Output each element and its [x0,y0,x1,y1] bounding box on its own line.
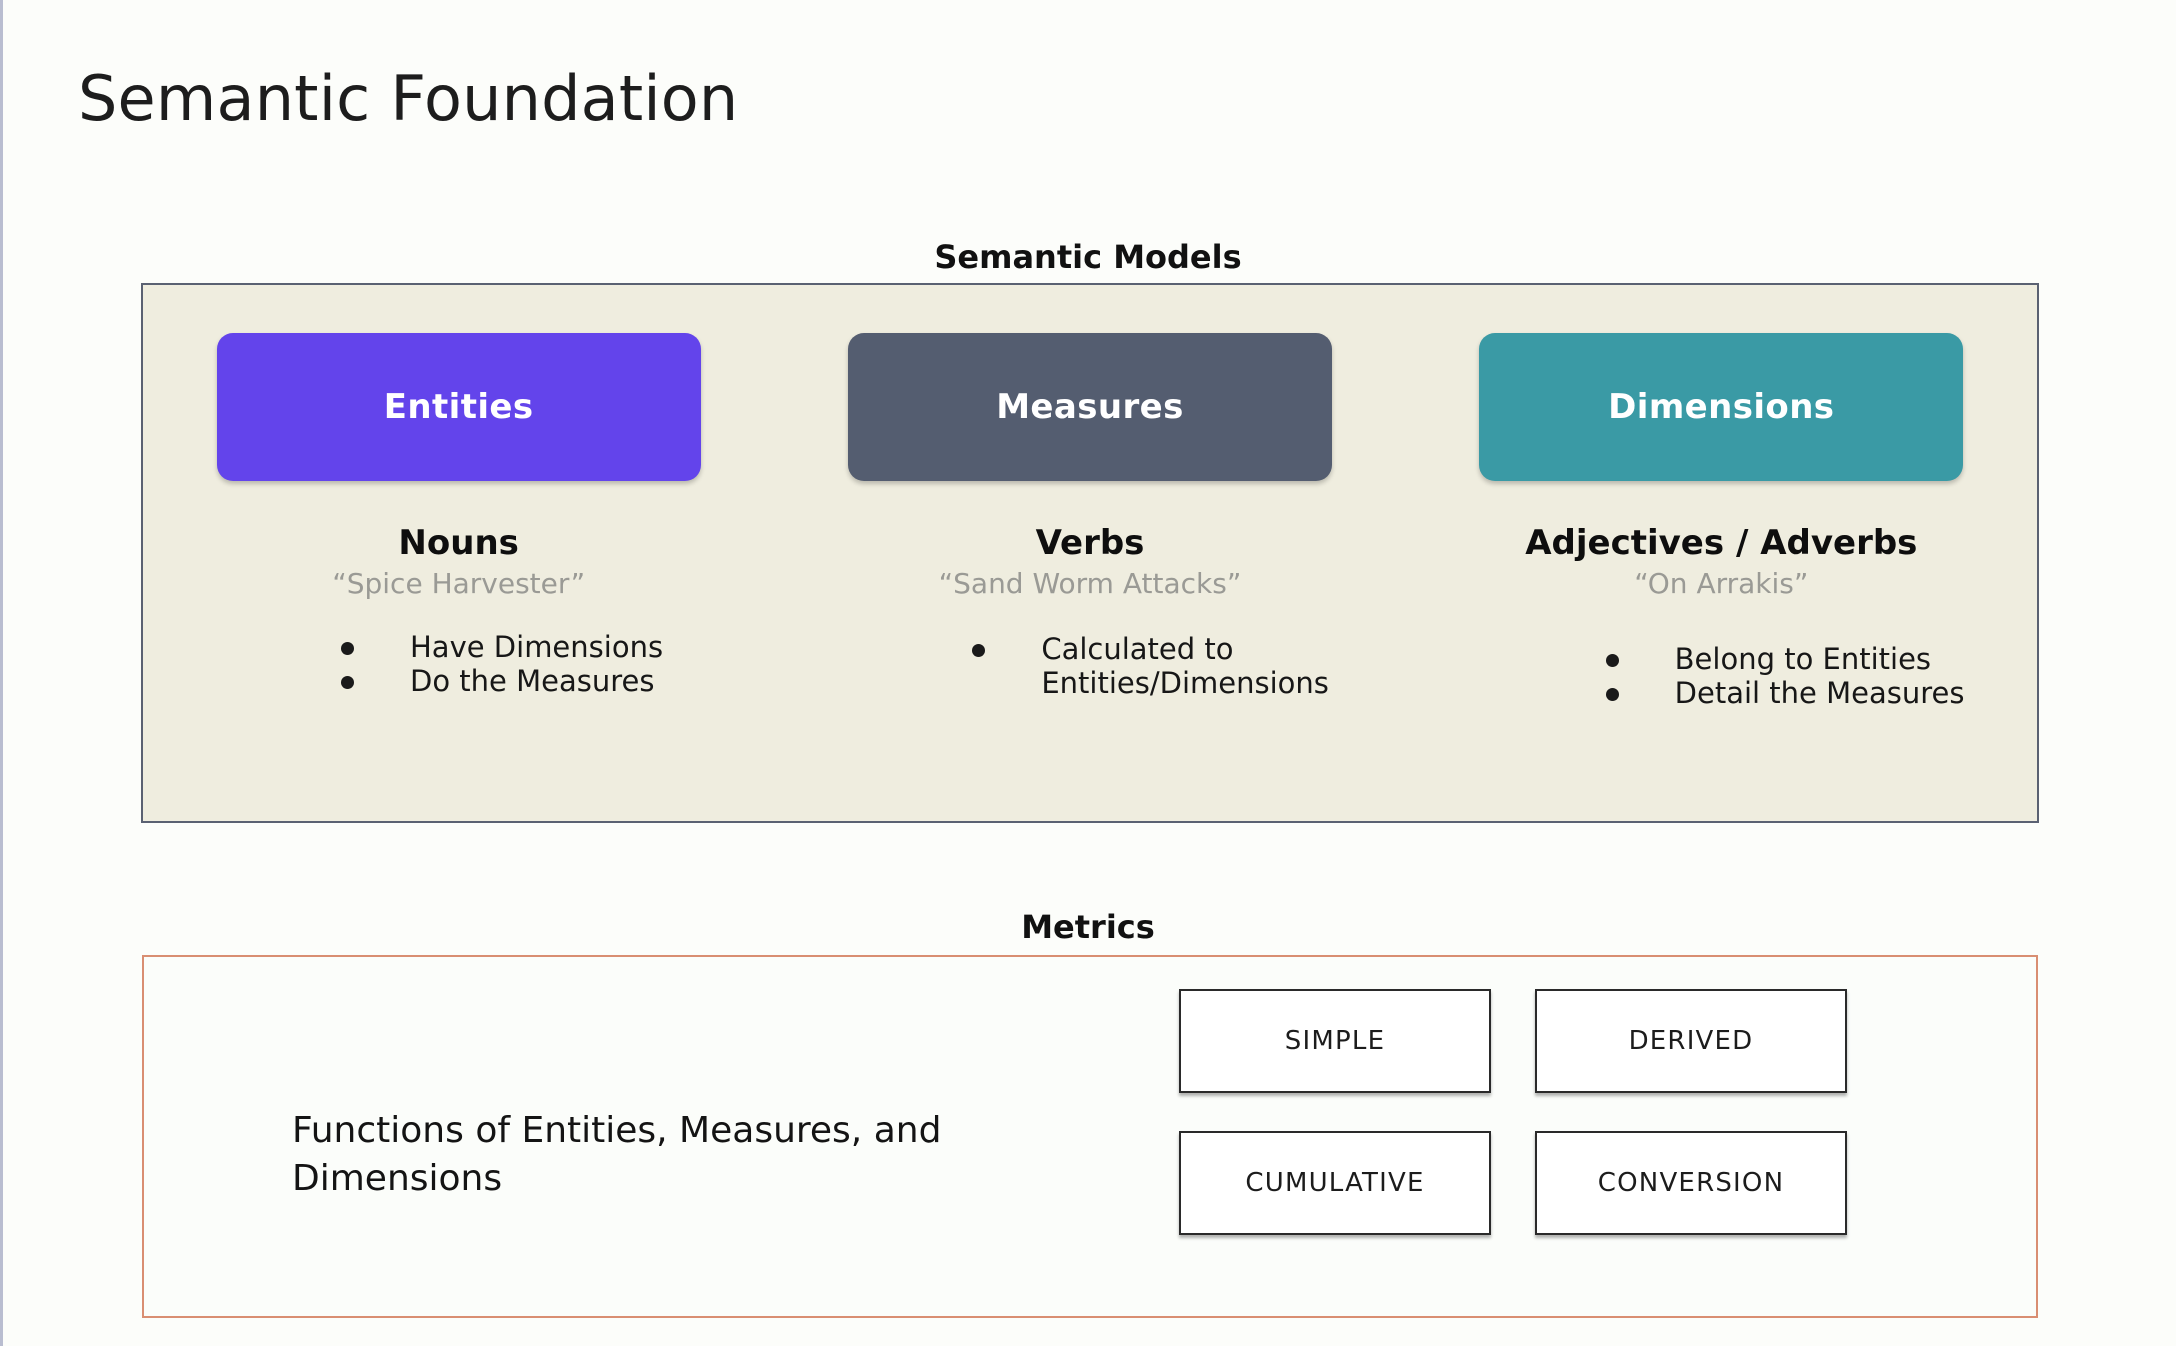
bullet-dot-icon [972,644,986,657]
metric-type-simple[interactable]: SIMPLE [1179,989,1491,1093]
dimensions-bullet-list: Belong to Entities Detail the Measures [1406,642,2037,710]
bullet-dot-icon [1605,654,1619,667]
page-title: Semantic Foundation [78,62,739,135]
metrics-heading: Metrics [1021,908,1155,946]
measures-bullet-text: Calculated to Entities/Dimensions [1041,632,1329,701]
dimensions-pill[interactable]: Dimensions [1479,333,1964,481]
metrics-type-grid: SIMPLE DERIVED CUMULATIVE CONVERSION [1179,989,1859,1235]
list-item: Calculated to Entities/Dimensions [774,632,1405,700]
metric-type-conversion[interactable]: CONVERSION [1535,1131,1847,1235]
metrics-description: Functions of Entities, Measures, and Dim… [292,1110,942,1199]
dimensions-part-of-speech: Adjectives / Adverbs [1525,523,1918,563]
metric-type-derived[interactable]: DERIVED [1535,989,1847,1093]
bullet-dot-icon [1605,688,1619,702]
dimensions-bullet-text: Belong to Entities [1674,642,1932,676]
entities-part-of-speech: Nouns [398,523,519,563]
semantic-models-columns: Entities Nouns “Spice Harvester” Have Di… [143,285,2037,821]
measures-bullet-list: Calculated to Entities/Dimensions [774,632,1405,700]
entities-bullet-text: Do the Measures [410,664,655,699]
list-item: Do the Measures [143,664,774,698]
metric-type-cumulative[interactable]: CUMULATIVE [1179,1131,1491,1235]
measures-pill[interactable]: Measures [847,333,1332,481]
bullet-dot-icon [341,676,354,690]
semantic-column-measures: Measures Verbs “Sand Worm Attacks” Calcu… [774,285,1405,821]
list-item: Have Dimensions [143,630,774,664]
list-item: Detail the Measures [1406,676,2037,710]
entities-pill[interactable]: Entities [216,333,701,481]
measures-example: “Sand Worm Attacks” [938,567,1242,600]
entities-bullet-text: Have Dimensions [410,630,664,664]
measures-part-of-speech: Verbs [1035,523,1145,563]
dimensions-example: “On Arrakis” [1634,567,1809,600]
dimensions-bullet-text: Detail the Measures [1674,676,1965,711]
semantic-models-panel: Entities Nouns “Spice Harvester” Have Di… [141,283,2039,823]
semantic-column-dimensions: Dimensions Adjectives / Adverbs “On Arra… [1406,285,2037,821]
entities-example: “Spice Harvester” [332,567,586,600]
slide-edge-line [0,0,3,1346]
list-item: Belong to Entities [1406,642,2037,676]
semantic-column-entities: Entities Nouns “Spice Harvester” Have Di… [143,285,774,821]
entities-bullet-list: Have Dimensions Do the Measures [143,630,774,698]
bullet-dot-icon [341,642,354,655]
metrics-panel: Functions of Entities, Measures, and Dim… [142,955,2038,1318]
semantic-models-heading: Semantic Models [934,238,1242,276]
